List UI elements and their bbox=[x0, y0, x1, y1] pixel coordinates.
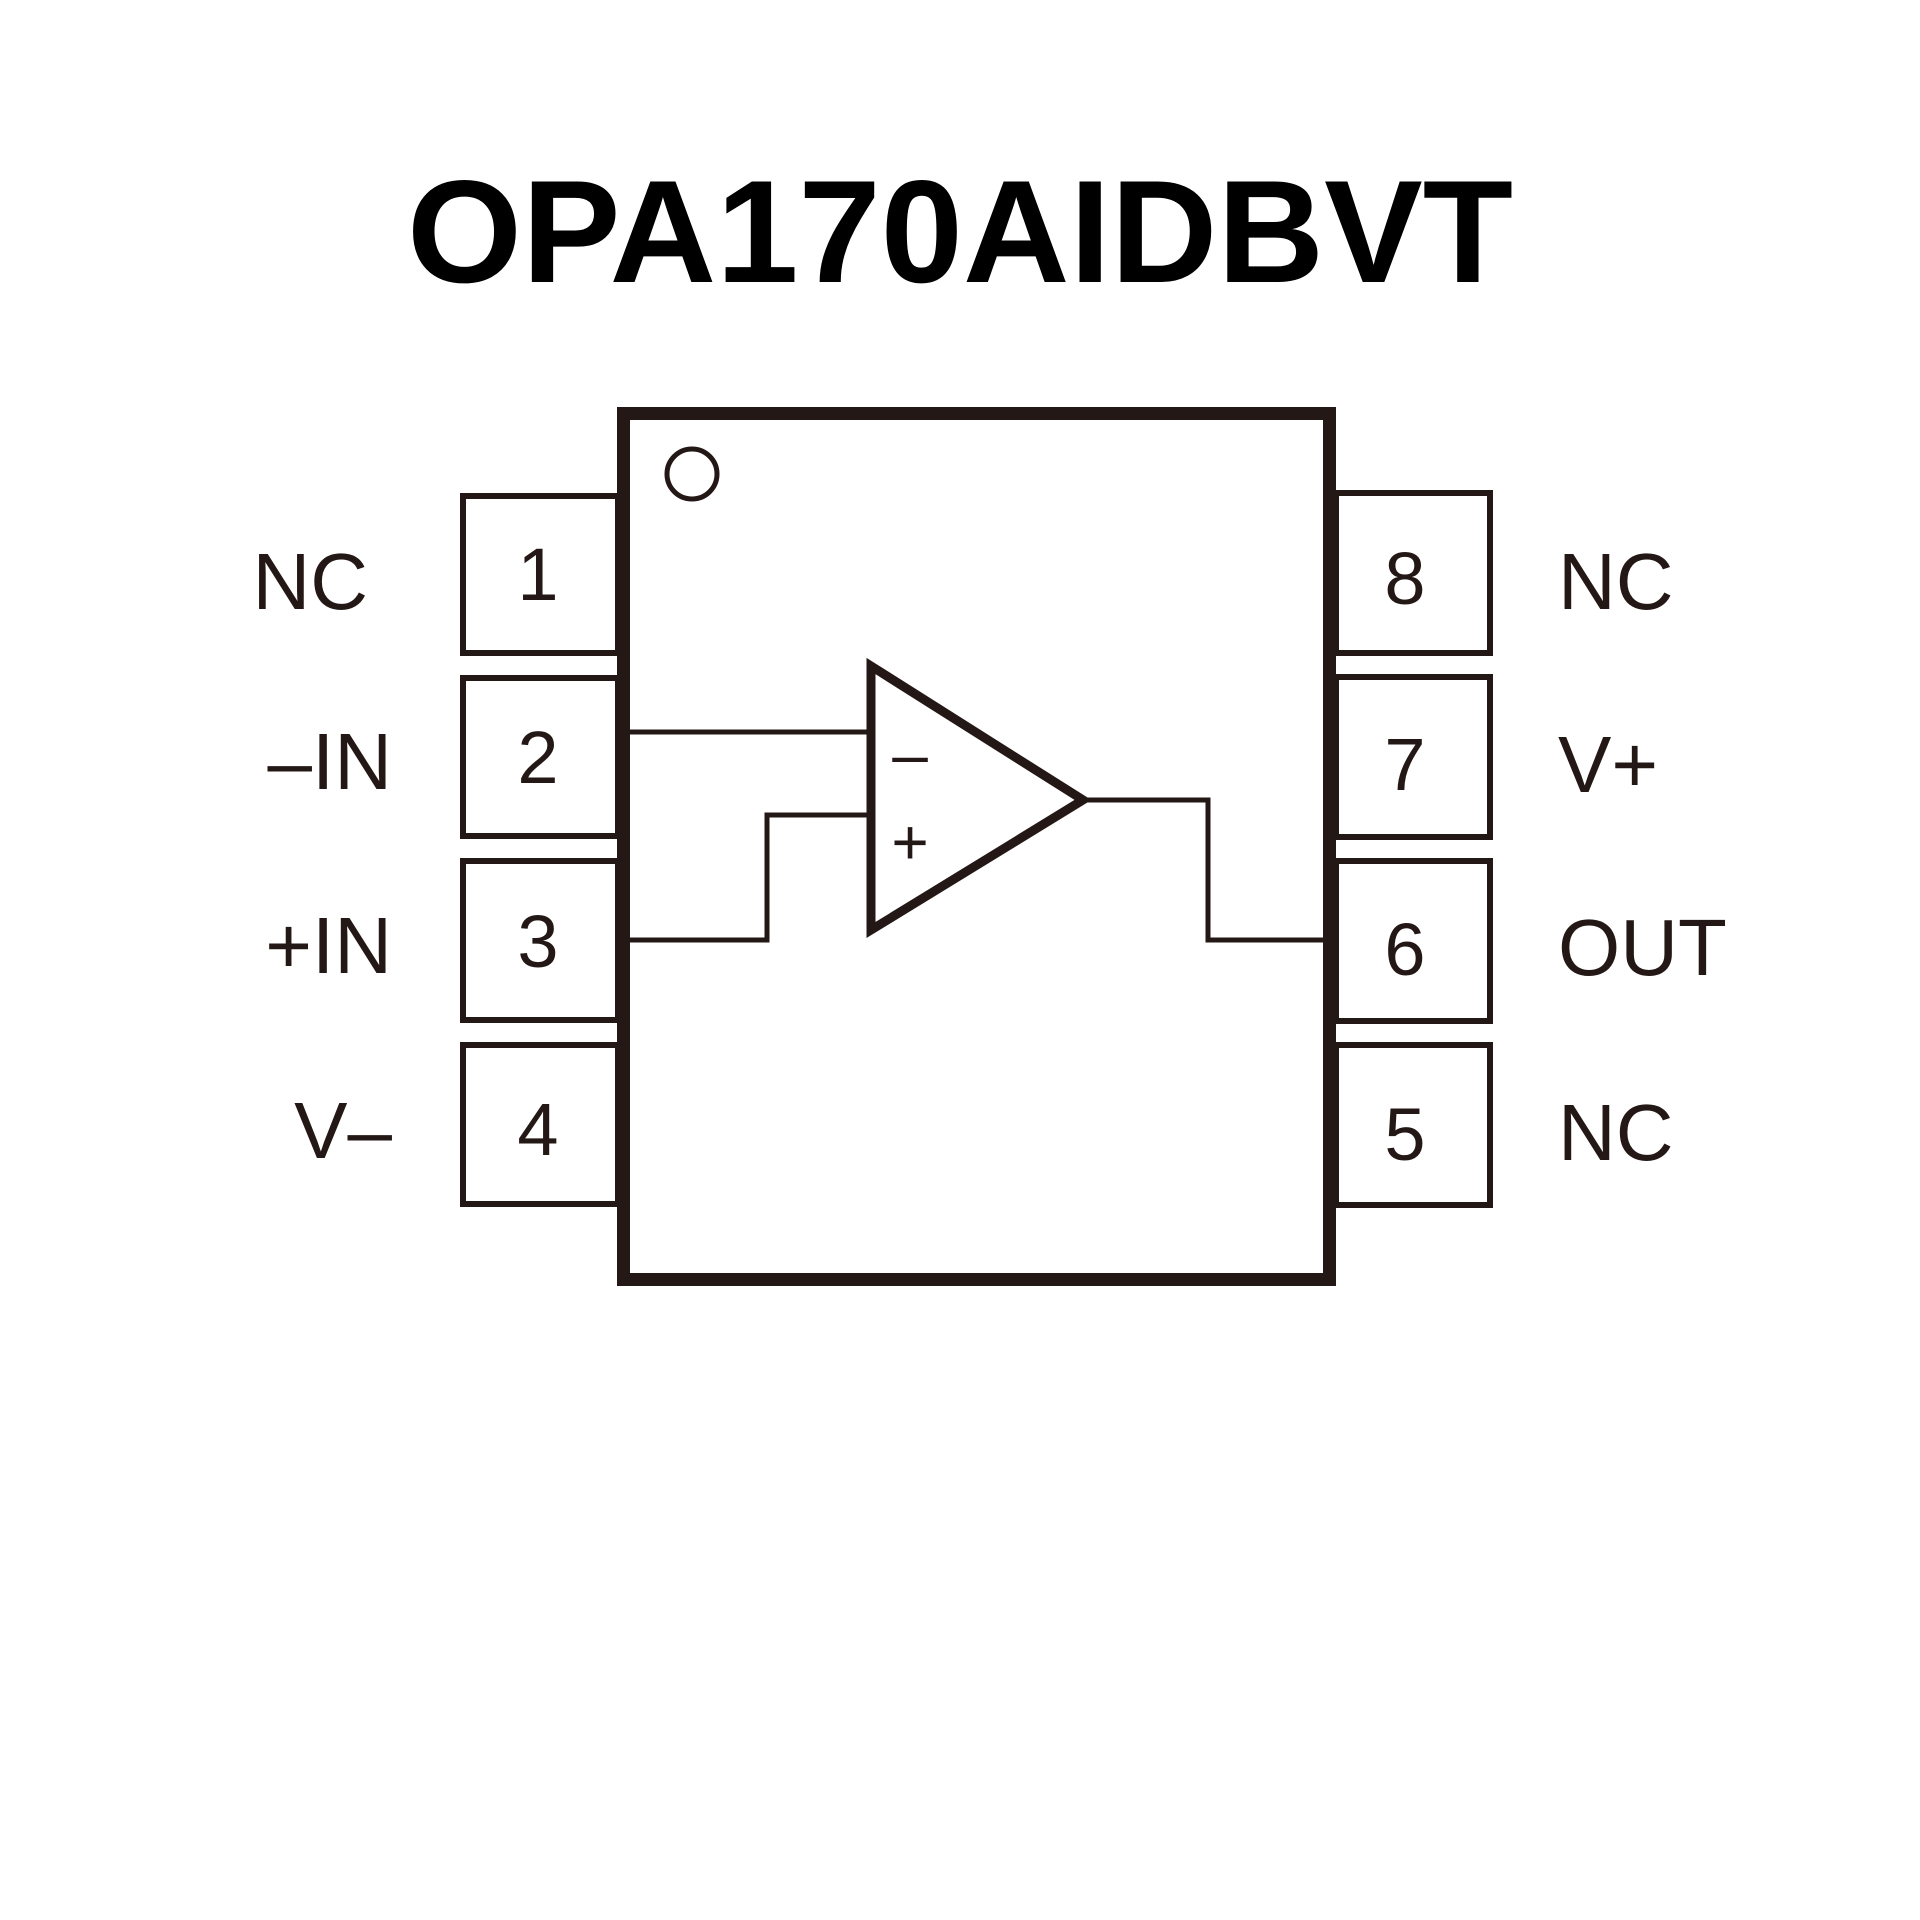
pin1-marker-circle-icon bbox=[664, 446, 720, 502]
wire-noninverting-input bbox=[630, 812, 871, 943]
left-pin-2: 2 –IN bbox=[268, 675, 621, 839]
pin-number: 4 bbox=[517, 1088, 558, 1171]
pin-box bbox=[460, 1042, 621, 1207]
pin-number: 5 bbox=[1384, 1093, 1425, 1176]
right-pin-8: 8 NC bbox=[1333, 490, 1674, 656]
pin-number: 8 bbox=[1384, 537, 1425, 620]
part-number-title: OPA170AIDBVT bbox=[407, 150, 1513, 313]
pin-label: –IN bbox=[268, 717, 393, 806]
pin-number: 3 bbox=[517, 900, 558, 983]
pin-label: V+ bbox=[1558, 720, 1658, 809]
right-pin-5: 5 NC bbox=[1333, 1042, 1674, 1208]
pin-label: V– bbox=[294, 1086, 392, 1175]
right-pin-7: 7 V+ bbox=[1333, 674, 1658, 840]
pin-number: 6 bbox=[1384, 908, 1425, 991]
pin-label: NC bbox=[1558, 1088, 1674, 1177]
pin-number: 2 bbox=[517, 716, 558, 799]
pin-label: OUT bbox=[1558, 903, 1727, 992]
pin-box bbox=[460, 858, 621, 1023]
pin-label: +IN bbox=[265, 901, 392, 990]
package-body bbox=[617, 407, 1336, 1286]
opamp-inverting-symbol: – bbox=[892, 718, 928, 790]
pin-box bbox=[1333, 674, 1493, 840]
left-pin-4: 4 V– bbox=[294, 1042, 621, 1207]
opamp-triangle-icon bbox=[866, 657, 1092, 939]
pin-number: 1 bbox=[517, 533, 558, 616]
pin-box bbox=[1333, 490, 1493, 656]
pin-label: NC bbox=[252, 537, 368, 626]
pin-box bbox=[1333, 858, 1493, 1024]
pin-label: NC bbox=[1558, 537, 1674, 626]
left-pin-3: 3 +IN bbox=[265, 858, 621, 1023]
right-pin-6: 6 OUT bbox=[1333, 858, 1727, 1024]
pin-box bbox=[460, 493, 621, 656]
wire-output bbox=[1083, 797, 1323, 943]
left-pin-1: 1 NC bbox=[252, 493, 621, 656]
pin-box bbox=[460, 675, 621, 839]
pin-box bbox=[1333, 1042, 1493, 1208]
pin-number: 7 bbox=[1384, 723, 1425, 806]
opamp-noninverting-symbol: + bbox=[891, 806, 928, 878]
